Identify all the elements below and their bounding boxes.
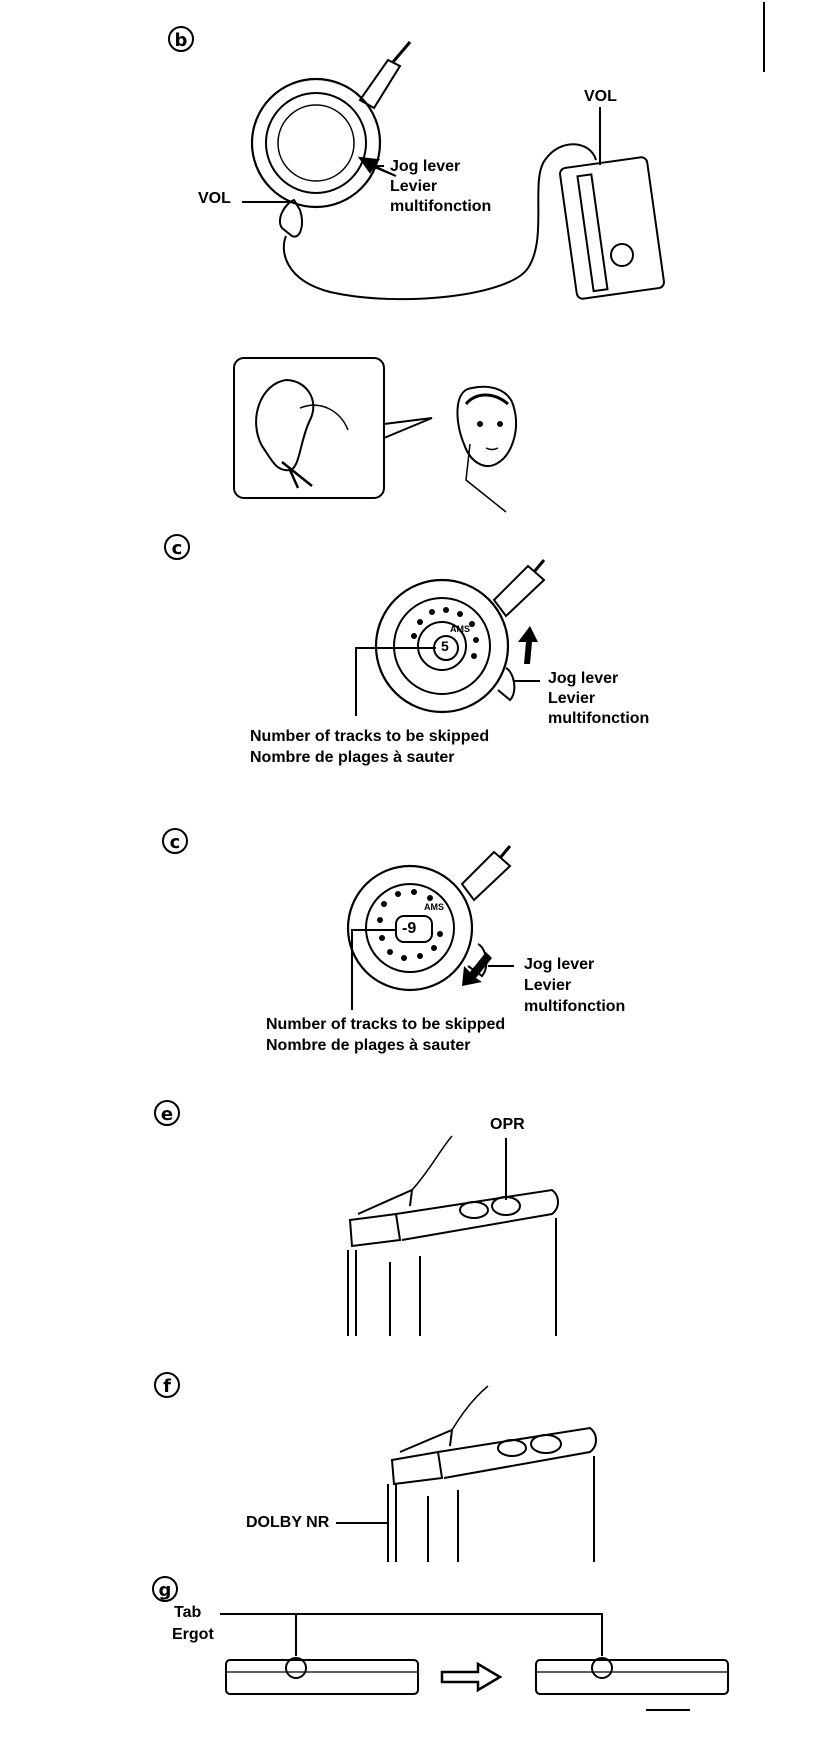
- tracks-leader-c2: [352, 930, 396, 1010]
- ergot-label: Ergot: [172, 1624, 214, 1645]
- multifonction-label-c1: multifonction: [548, 708, 649, 729]
- section-e-marker: e: [154, 1100, 180, 1126]
- person-head: [457, 387, 516, 512]
- ams-label-c2: AMS: [424, 902, 444, 912]
- arrow-icon: [442, 1664, 500, 1690]
- tracks-label-en-c2: Number of tracks to be skipped: [266, 1014, 505, 1035]
- player-unit-e: [348, 1136, 558, 1336]
- player-unit-f: [388, 1386, 596, 1562]
- levier-label-c2: Levier: [524, 975, 571, 996]
- tab-leader: [220, 1614, 602, 1656]
- section-c2-marker: c: [162, 828, 188, 854]
- section-b-marker: b: [168, 26, 194, 52]
- remote-dial-c1: [376, 560, 544, 712]
- remote-dial-c2: [348, 846, 510, 990]
- jog-up-arrow-c1: [518, 626, 538, 664]
- section-c1-marker: c: [164, 534, 190, 560]
- jog-lever-label-c2: Jog lever: [524, 954, 594, 975]
- dial-display-c1: 5: [441, 636, 449, 657]
- vol-label-left: VOL: [198, 188, 231, 209]
- section-g-marker: g: [152, 1576, 178, 1602]
- jog-down-arrow-c2: [462, 952, 492, 986]
- jog-lever-label-c1: Jog lever: [548, 668, 618, 689]
- cassette-after: [536, 1658, 728, 1710]
- tracks-label-en-c1: Number of tracks to be skipped: [250, 726, 489, 747]
- dolby-nr-label: DOLBY NR: [246, 1512, 329, 1533]
- multifonction-label-b: multifonction: [390, 196, 491, 217]
- levier-label-b: Levier: [390, 176, 437, 197]
- tracks-label-fr-c1: Nombre de plages à sauter: [250, 747, 455, 768]
- cassette-before: [226, 1658, 418, 1694]
- jog-lever-label-b: Jog lever: [390, 156, 460, 177]
- player-unit-b: [559, 157, 665, 300]
- vol-label-right: VOL: [584, 86, 617, 107]
- ams-label-c1: AMS: [450, 624, 470, 634]
- levier-label-c1: Levier: [548, 688, 595, 709]
- multifonction-label-c2: multifonction: [524, 996, 625, 1017]
- tab-label: Tab: [174, 1602, 201, 1623]
- opr-label: OPR: [490, 1114, 525, 1135]
- remote-control-drawing: [252, 42, 410, 237]
- tracks-label-fr-c2: Nombre de plages à sauter: [266, 1035, 471, 1056]
- dial-display-c2: -9: [402, 918, 416, 939]
- section-f-marker: f: [154, 1372, 180, 1398]
- ear-closeup: [234, 358, 432, 498]
